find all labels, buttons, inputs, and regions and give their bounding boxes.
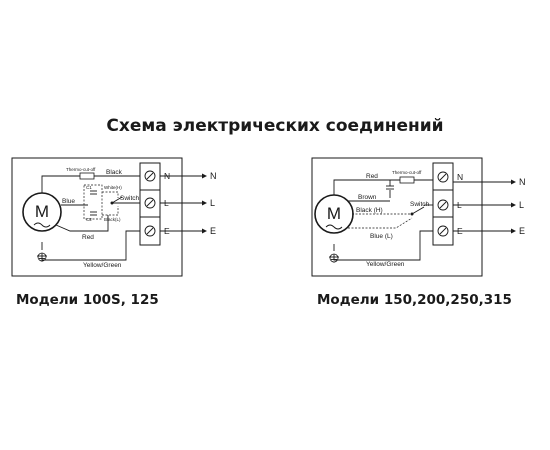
left-capacitor-switch: C1 C2 White(H) Black(L) — [83, 184, 122, 222]
left-label-c2: C2 — [86, 217, 92, 222]
arrow-icon — [511, 202, 516, 208]
left-external-leads: N L E — [160, 171, 217, 236]
screw-icon — [144, 225, 156, 237]
left-external-e: E — [210, 226, 216, 236]
arrow-icon — [202, 228, 207, 234]
right-diagram: M N L E — [311, 157, 526, 277]
screw-icon — [437, 199, 449, 211]
screw-icon — [144, 197, 156, 209]
right-external-leads: N L E — [453, 177, 526, 236]
screw-icon — [437, 171, 449, 183]
left-terminal-block: N L E — [139, 162, 170, 246]
right-label-black-h: Black (H) — [356, 207, 383, 214]
ground-icon — [329, 244, 339, 263]
left-label-red: Red — [82, 234, 94, 241]
left-motor: M — [22, 192, 62, 232]
right-external-l: L — [519, 200, 524, 210]
arrow-icon — [202, 173, 207, 179]
right-terminal-block: N L E — [432, 162, 463, 246]
page-title: Схема электрических соединений — [106, 116, 444, 136]
left-label-black: Black — [106, 169, 123, 176]
left-external-n: N — [210, 171, 217, 181]
left-motor-letter: M — [35, 202, 49, 221]
left-external-l: L — [210, 198, 215, 208]
right-label-blue-l: Blue (L) — [370, 233, 393, 240]
arrow-icon — [511, 179, 516, 185]
right-terminal-n: N — [457, 172, 463, 182]
right-external-e: E — [519, 226, 525, 236]
right-external-n: N — [519, 177, 526, 187]
left-wiring — [37, 172, 140, 262]
left-label-blue: Blue — [62, 198, 75, 205]
caption-right: Модели 150,200,250,315 — [317, 292, 512, 308]
left-diagram: M N L E — [11, 157, 217, 277]
right-label-brown: Brown — [358, 194, 377, 201]
right-label-yellow-green: Yellow/Green — [366, 261, 405, 268]
right-label-thermo: Thermo-cut-off — [392, 170, 422, 175]
caption-left: Модели 100S, 125 — [16, 292, 159, 308]
arrow-icon — [202, 200, 207, 206]
screw-icon — [144, 170, 156, 182]
thermo-cutoff-fuse — [79, 172, 95, 180]
left-label-yellow-green: Yellow/Green — [83, 262, 122, 269]
capacitor-box — [83, 184, 103, 220]
right-motor: M — [314, 194, 354, 234]
right-housing — [311, 157, 483, 277]
left-label-white-h: White(H) — [104, 185, 122, 190]
left-housing — [11, 157, 183, 277]
arrow-icon — [511, 228, 516, 234]
left-label-thermo: Thermo-cut-off — [66, 167, 96, 172]
left-label-c1: C1 — [86, 185, 92, 190]
right-motor-letter: M — [327, 204, 341, 223]
right-label-switch: Switch — [410, 201, 430, 208]
right-label-red: Red — [366, 173, 378, 180]
screw-icon — [437, 225, 449, 237]
right-wiring — [329, 176, 433, 263]
left-label-black-l: Black(L) — [104, 217, 121, 222]
thermo-cutoff-fuse — [399, 176, 415, 184]
left-label-switch: Switch — [120, 195, 140, 202]
ground-icon — [37, 242, 47, 262]
